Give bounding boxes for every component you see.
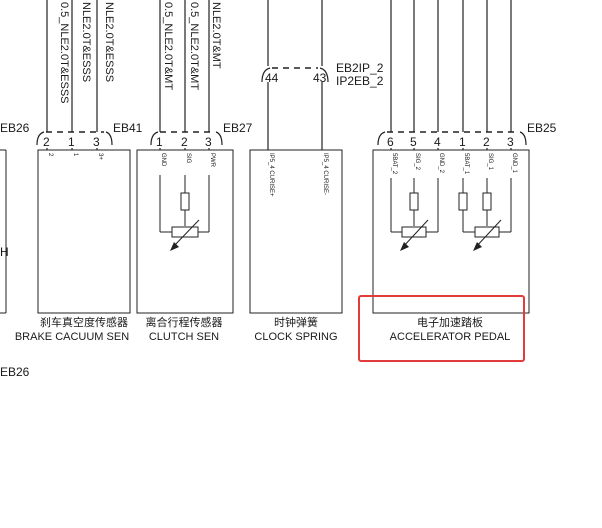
left-partial-component: H EB26 [0, 149, 30, 379]
clutch-sensor: GND SIG PWR 离合行程传感器 CLUTCH SEN [136, 149, 234, 343]
connector-label-ip2eb: IP2EB_2 [336, 74, 384, 88]
sig-brake-2: 1 [72, 153, 78, 157]
connector-label-eb2ip: EB2IP_2 [336, 61, 384, 75]
top-wires [46, 0, 512, 132]
sig-accel-5bat1: 5BAT_1 [463, 153, 469, 175]
clock-spring-cn: 时钟弹簧 [274, 315, 318, 329]
pin-brake-2: 2 [43, 135, 50, 149]
pin-clutch-3: 3 [205, 135, 212, 149]
pin-accel-4: 4 [434, 135, 441, 149]
connector-label-eb26: EB26 [0, 121, 30, 135]
accel-pedal-en: ACCELERATOR PEDAL [390, 331, 511, 343]
wire-label-clutch-1: 0.5_NLE2.0T&MT [162, 2, 174, 90]
sig-accel-5bat2: 5BAT_2 [391, 153, 397, 175]
pin-44: 44 [265, 71, 279, 85]
connector-label-eb41: EB41 [113, 121, 143, 135]
pin-clutch-1: 1 [156, 135, 163, 149]
sig-clock-minus: IP5_4 CURISE- [322, 153, 328, 195]
pin-accel-3: 3 [507, 135, 514, 149]
connector-label-eb27: EB27 [223, 121, 253, 135]
pin-accel-2: 2 [483, 135, 490, 149]
sig-accel-sig2: SIG_2 [414, 153, 420, 171]
sig-clutch-sig: SIG [185, 153, 191, 164]
sig-accel-gnd1: GND_1 [511, 153, 517, 174]
accelerator-pedal: 5BAT_2 SIG_2 GND_2 5BAT_1 SIG_1 GND_1 电子… [372, 149, 530, 343]
wire-label-clutch-3: NLE2.0T&MT [210, 2, 222, 69]
sig-accel-gnd2: GND_2 [438, 153, 444, 174]
brake-vacuum-sensor: 2 1 3+ 刹车真空度传感器 BRAKE CACUUM SEN [15, 149, 131, 343]
clutch-sensor-cn: 离合行程传感器 [146, 315, 223, 329]
connector-bars [36, 131, 527, 146]
connector-label-eb25: EB25 [527, 121, 557, 135]
connector-label-eb26-bottom: EB26 [0, 365, 30, 379]
wire-label-brake-2: NLE2.0T&ESSS [80, 2, 92, 82]
clock-spring-en: CLOCK SPRING [254, 331, 337, 343]
wire-label-brake-3: NLE2.0T&ESSS [103, 2, 115, 82]
connector-eb2ip: 44 43 EB2IP_2 IP2EB_2 [261, 61, 384, 150]
pin-accel-1: 1 [459, 135, 466, 149]
sig-clutch-gnd: GND [160, 153, 166, 167]
clock-spring: IP5_4 CURISE+ IP5_4 CURISE- 时钟弹簧 CLOCK S… [249, 149, 343, 343]
pin-43: 43 [313, 71, 327, 85]
pin-accel-5: 5 [410, 135, 417, 149]
wire-label-brake-1: 0.5_NLE2.0T&ESSS [58, 2, 70, 104]
accel-pedal-cn: 电子加速踏板 [417, 315, 483, 329]
brake-sensor-cn: 刹车真空度传感器 [40, 315, 128, 329]
sig-accel-sig1: SIG_1 [487, 153, 493, 171]
highlight-box [358, 295, 525, 362]
clutch-sensor-en: CLUTCH SEN [149, 331, 219, 343]
pin-brake-3: 3 [93, 135, 100, 149]
sig-clutch-pwr: PWR [209, 153, 215, 168]
pin-accel-6: 6 [387, 135, 394, 149]
sig-clock-plus: IP5_4 CURISE+ [268, 153, 274, 197]
sig-brake-1: 2 [47, 153, 53, 157]
pin-clutch-2: 2 [181, 135, 188, 149]
wire-label-clutch-2: 0.5_NLE2.0T&MT [188, 2, 200, 90]
sig-brake-3: 3+ [97, 153, 103, 160]
brake-sensor-en: BRAKE CACUUM SEN [15, 331, 129, 343]
left-partial-label: H [0, 245, 9, 259]
pin-brake-1: 1 [68, 135, 75, 149]
